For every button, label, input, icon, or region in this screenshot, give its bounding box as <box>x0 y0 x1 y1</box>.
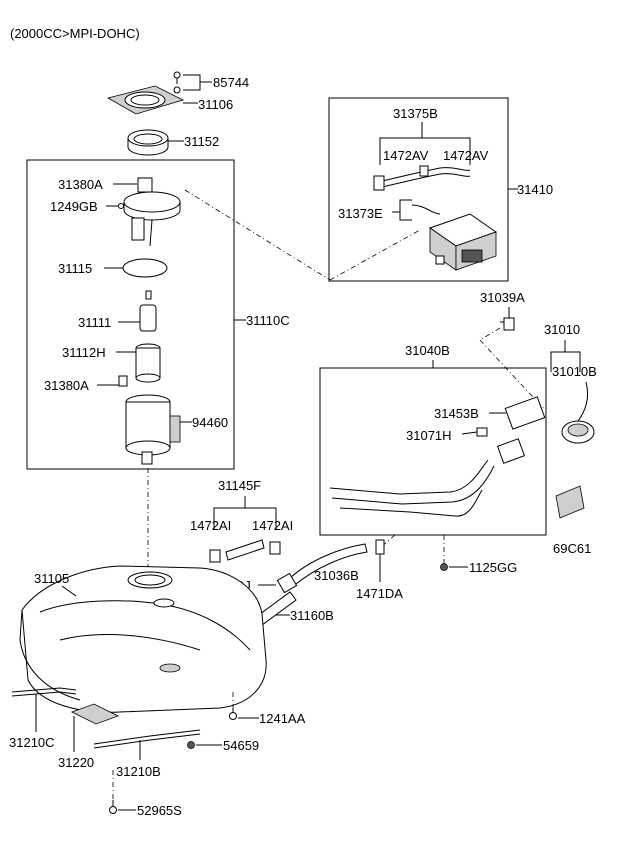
label-31375b: 31375B <box>393 106 438 121</box>
leader-31373e-a <box>392 199 412 213</box>
leader-31373e-b <box>399 212 412 221</box>
cap-31010-drawing <box>561 381 595 444</box>
guide-valve-b <box>479 339 546 411</box>
filler-pipe-drawing <box>329 396 546 517</box>
label-52965s: 52965S <box>137 803 182 818</box>
label-1125gg: 1125GG <box>469 560 517 575</box>
leader-85744 <box>183 74 201 91</box>
label-85744: 85744 <box>213 75 249 90</box>
leader-31145f <box>213 507 277 530</box>
filter-31111-drawing <box>139 290 157 332</box>
label-31040b: 31040B <box>405 343 450 358</box>
pad-31220-drawing <box>70 703 120 725</box>
label-1472av-b: 1472AV <box>443 148 489 163</box>
clip-31380a-drawing <box>118 375 128 387</box>
label-31220: 31220 <box>58 755 94 770</box>
label-31373e: 31373E <box>338 206 383 221</box>
label-31453b: 31453B <box>434 406 479 421</box>
label-31152: 31152 <box>184 134 219 149</box>
guide-canister-hose <box>329 229 421 281</box>
strap-31210b-drawing <box>93 729 201 749</box>
label-1471da: 1471DA <box>356 586 403 601</box>
label-1472av-a: 1472AV <box>383 148 429 163</box>
clip-1471da-drawing <box>375 539 385 555</box>
hose-31375b-drawing <box>373 165 471 191</box>
label-31210b: 31210B <box>116 764 161 779</box>
label-31112h: 31112H <box>62 345 106 360</box>
pump-flange-drawing <box>123 177 181 247</box>
label-31210c: 31210C <box>9 735 55 750</box>
label-31380a-top: 31380A <box>58 177 103 192</box>
bolt-52965s-drawing <box>109 800 117 814</box>
bolt-85744-drawing <box>173 71 181 94</box>
nut-54659-drawing <box>187 741 195 749</box>
label-31380a-bot: 31380A <box>44 378 89 393</box>
ring-31152-drawing <box>127 129 169 156</box>
oring-31115-drawing <box>122 258 168 278</box>
label-31071h: 31071H <box>406 428 452 443</box>
label-31115: 31115 <box>58 261 92 276</box>
label-1472ai-b: 1472AI <box>252 518 293 533</box>
strap-31210c-drawing <box>11 687 77 697</box>
guide-valve-a <box>479 327 501 341</box>
bolt-1125gg-drawing <box>440 563 448 571</box>
plate-31106-drawing <box>106 85 185 115</box>
box-31110c <box>26 159 235 470</box>
label-31105: 31105 <box>34 571 69 586</box>
label-69c61: 69C61 <box>553 541 591 556</box>
leader-31105 <box>61 585 77 597</box>
bolt-1241aa-drawing <box>229 708 237 720</box>
badge-69c61-drawing <box>555 485 585 519</box>
label-31106: 31106 <box>198 97 233 112</box>
pump-31112h-drawing <box>135 343 161 383</box>
label-31111: 31111 <box>78 315 111 330</box>
leader-31375b <box>379 137 471 165</box>
label-31010: 31010 <box>544 322 580 337</box>
label-54659: 54659 <box>223 738 259 753</box>
label-31410: 31410 <box>517 182 553 197</box>
label-31145f: 31145F <box>218 478 261 493</box>
label-31010b: 31010B <box>552 364 597 379</box>
canister-drawing <box>411 204 498 271</box>
hose-31036b-drawing <box>276 543 368 594</box>
label-94460: 94460 <box>192 415 228 430</box>
guide-pump-to-canister <box>184 189 331 281</box>
label-31036b: 31036B <box>314 568 359 583</box>
valve-31039a-drawing <box>500 317 515 331</box>
hose-31145f-drawing <box>209 539 281 563</box>
label-31160b: 31160B <box>290 608 334 623</box>
screw-1249gb-drawing <box>118 203 124 209</box>
label-1249gb: 1249GB <box>50 199 98 214</box>
label-31039a: 31039A <box>480 290 525 305</box>
fuel-tank-31105-drawing <box>19 565 267 713</box>
diagram-header: (2000CC>MPI-DOHC) <box>10 26 140 41</box>
label-1472ai-a: 1472AI <box>190 518 231 533</box>
label-1241aa: 1241AA <box>259 711 306 726</box>
sender-94460-drawing <box>125 394 181 465</box>
label-31110c: 31110C <box>246 313 290 328</box>
leader-31071h <box>461 431 478 435</box>
